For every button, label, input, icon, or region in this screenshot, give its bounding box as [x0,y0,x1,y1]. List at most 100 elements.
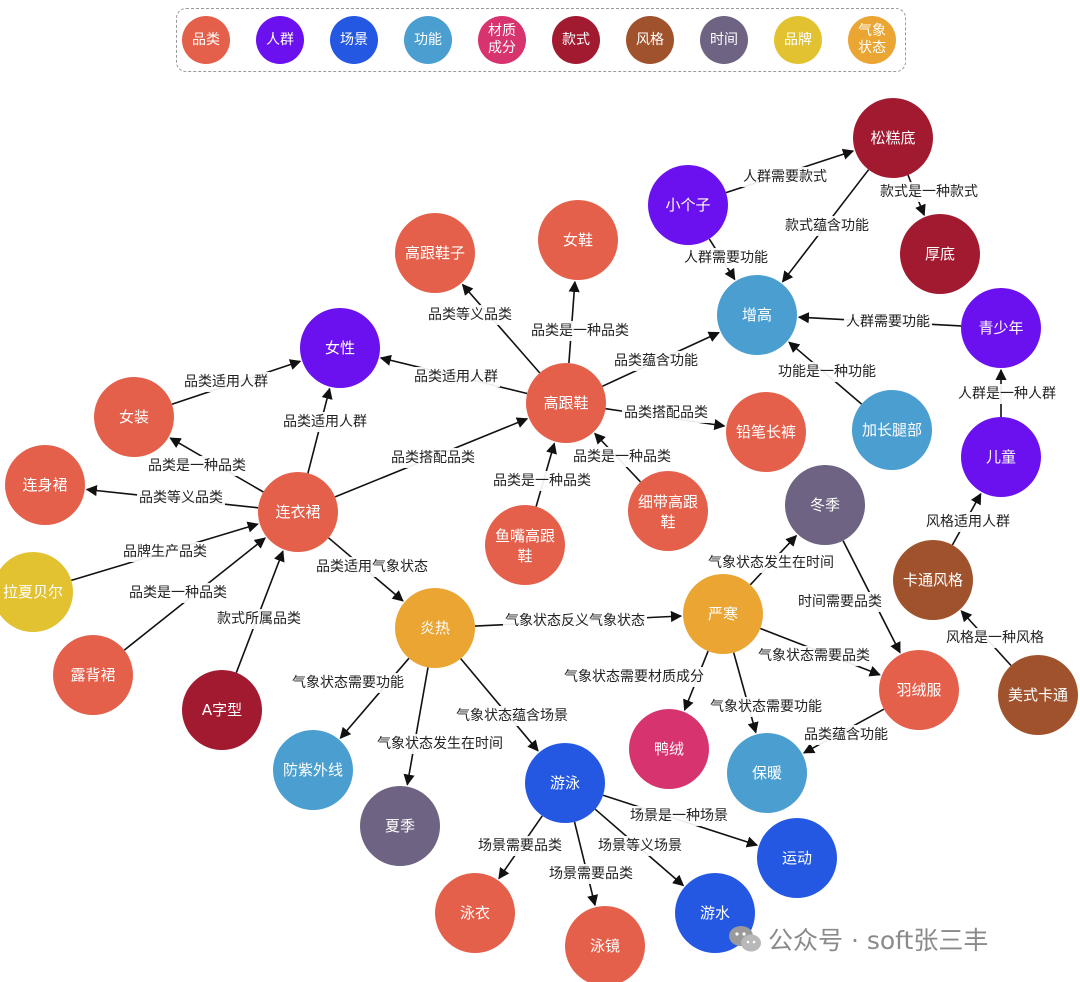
node-label: 细带高跟鞋 [638,493,698,531]
node-circle [853,98,933,178]
node-katongfengge[interactable]: 卡通风格 [893,540,973,620]
node-youyong[interactable]: 游泳 [525,743,605,823]
edge-yanhan-baonuan [732,652,759,734]
edge-label-background [412,367,500,387]
node-baonuan[interactable]: 保暖 [727,733,807,813]
edge-label: 气象状态需要功能 [710,699,822,715]
edge-label: 人群需要功能 [684,250,768,266]
edge-label-background [182,372,270,392]
node-xiaji[interactable]: 夏季 [360,786,440,866]
edge-label-background [529,321,631,341]
edge-label-background [503,611,647,631]
node-circle [485,505,565,585]
edge-label: 品类适用气象状态 [316,559,428,575]
edge-label: 风格适用人群 [926,514,1010,530]
edge-label: 品类适用人群 [283,414,367,430]
edge-label: 品类是一种品类 [148,458,246,474]
edge-label: 人群需要功能 [846,314,930,330]
node-circle [961,417,1041,497]
edge-label: 品类搭配品类 [391,450,475,466]
edge-label-background [426,305,514,325]
node-label: 加长腿部 [862,421,922,439]
node-label: 泳镜 [590,937,620,955]
node-circle [648,165,728,245]
node-gaogenxie[interactable]: 高跟鞋 [526,363,606,443]
edge-label: 品类搭配品类 [624,405,708,421]
wechat-icon [729,926,761,952]
edge-label: 品类是一种品类 [129,585,227,601]
node-circle [565,906,645,982]
node-yurongfu[interactable]: 羽绒服 [879,650,959,730]
node-label: 炎热 [420,619,450,637]
edge-label-background [290,673,406,693]
edge-yanre-fangziwaixian [339,657,410,739]
edge-label: 品类适用人群 [414,369,498,385]
node-yongjing[interactable]: 泳镜 [565,906,645,982]
edge-label-background [121,542,209,562]
node-circle [300,308,380,388]
edge-label-background [756,646,872,666]
node-label: 青少年 [978,319,1023,337]
node-houdi[interactable]: 厚底 [900,214,980,294]
edge-label-background [547,864,635,884]
node-xidaigaogenxie[interactable]: 细带高跟鞋 [628,471,708,551]
node-label: 女性 [325,339,355,357]
node-qingshaonian[interactable]: 青少年 [961,288,1041,368]
edge-label: 品类是一种品类 [531,323,629,339]
node-lianyiqun[interactable]: 连衣裙 [258,472,338,552]
node-songgaodi[interactable]: 松糕底 [853,98,933,178]
node-yuzuigaogenxie[interactable]: 鱼嘴高跟鞋 [485,505,565,585]
node-dongji[interactable]: 冬季 [785,465,865,545]
edge-label: 品类是一种品类 [493,473,591,489]
node-ertong[interactable]: 儿童 [961,417,1041,497]
node-circle [273,730,353,810]
edge-label: 款式是一种款式 [880,184,978,200]
node-circle [998,655,1078,735]
edge-label-background [708,697,824,717]
edge-label-background [802,725,890,745]
node-circle [94,377,174,457]
node-yongyi[interactable]: 泳衣 [435,873,515,953]
legend-chip-8: 品牌 [774,16,822,64]
node-lianshequn[interactable]: 连身裙 [5,445,85,525]
node-zenggao[interactable]: 增高 [717,275,797,355]
node-label: 儿童 [986,448,1016,466]
node-yarong[interactable]: 鸭绒 [629,709,709,789]
edge-label: 场景需要品类 [478,838,562,854]
node-azixing[interactable]: A字型 [182,670,262,750]
node-fangziwaixian[interactable]: 防紫外线 [273,730,353,810]
node-circle [395,588,475,668]
edge-label: 功能是一种功能 [778,364,876,380]
node-circle [628,471,708,551]
edge-label: 品类是一种品类 [573,449,671,465]
watermark: 公众号 · soft张三丰 [728,921,988,957]
node-meishikatong[interactable]: 美式卡通 [998,655,1078,735]
edge-label-background [215,609,303,629]
node-label: 松糕底 [870,129,915,147]
edge-label: 气象状态发生在时间 [377,736,503,752]
node-circle [726,392,806,472]
node-circle [879,650,959,730]
legend-chip-3: 功能 [404,16,452,64]
edge-label: 款式蕴含功能 [785,218,869,234]
node-label: 羽绒服 [896,681,941,699]
node-gaogenxiezi[interactable]: 高跟鞋子 [395,213,475,293]
legend-chip-9: 气象 状态 [848,16,896,64]
node-nvzhuang[interactable]: 女装 [94,377,174,457]
node-circle [727,733,807,813]
node-nvxing[interactable]: 女性 [300,308,380,388]
node-yanhan[interactable]: 严寒 [683,574,763,654]
node-loubeiqun[interactable]: 露背裙 [53,635,133,715]
edge-label-background [741,167,829,187]
node-qianbichangku[interactable]: 铅笔长裤 [726,392,806,472]
node-yanre[interactable]: 炎热 [395,588,475,668]
node-yundong[interactable]: 运动 [757,818,837,898]
node-nvxie[interactable]: 女鞋 [538,200,618,280]
node-circle [538,200,618,280]
node-laxiabeier[interactable]: 拉夏贝尔 [0,552,73,632]
node-xiaogezi[interactable]: 小个子 [648,165,728,245]
node-label: 冬季 [810,496,840,514]
node-label: 铅笔长裤 [736,423,796,441]
edge-label-background [491,471,593,491]
node-jiachangtuibu[interactable]: 加长腿部 [852,390,932,470]
